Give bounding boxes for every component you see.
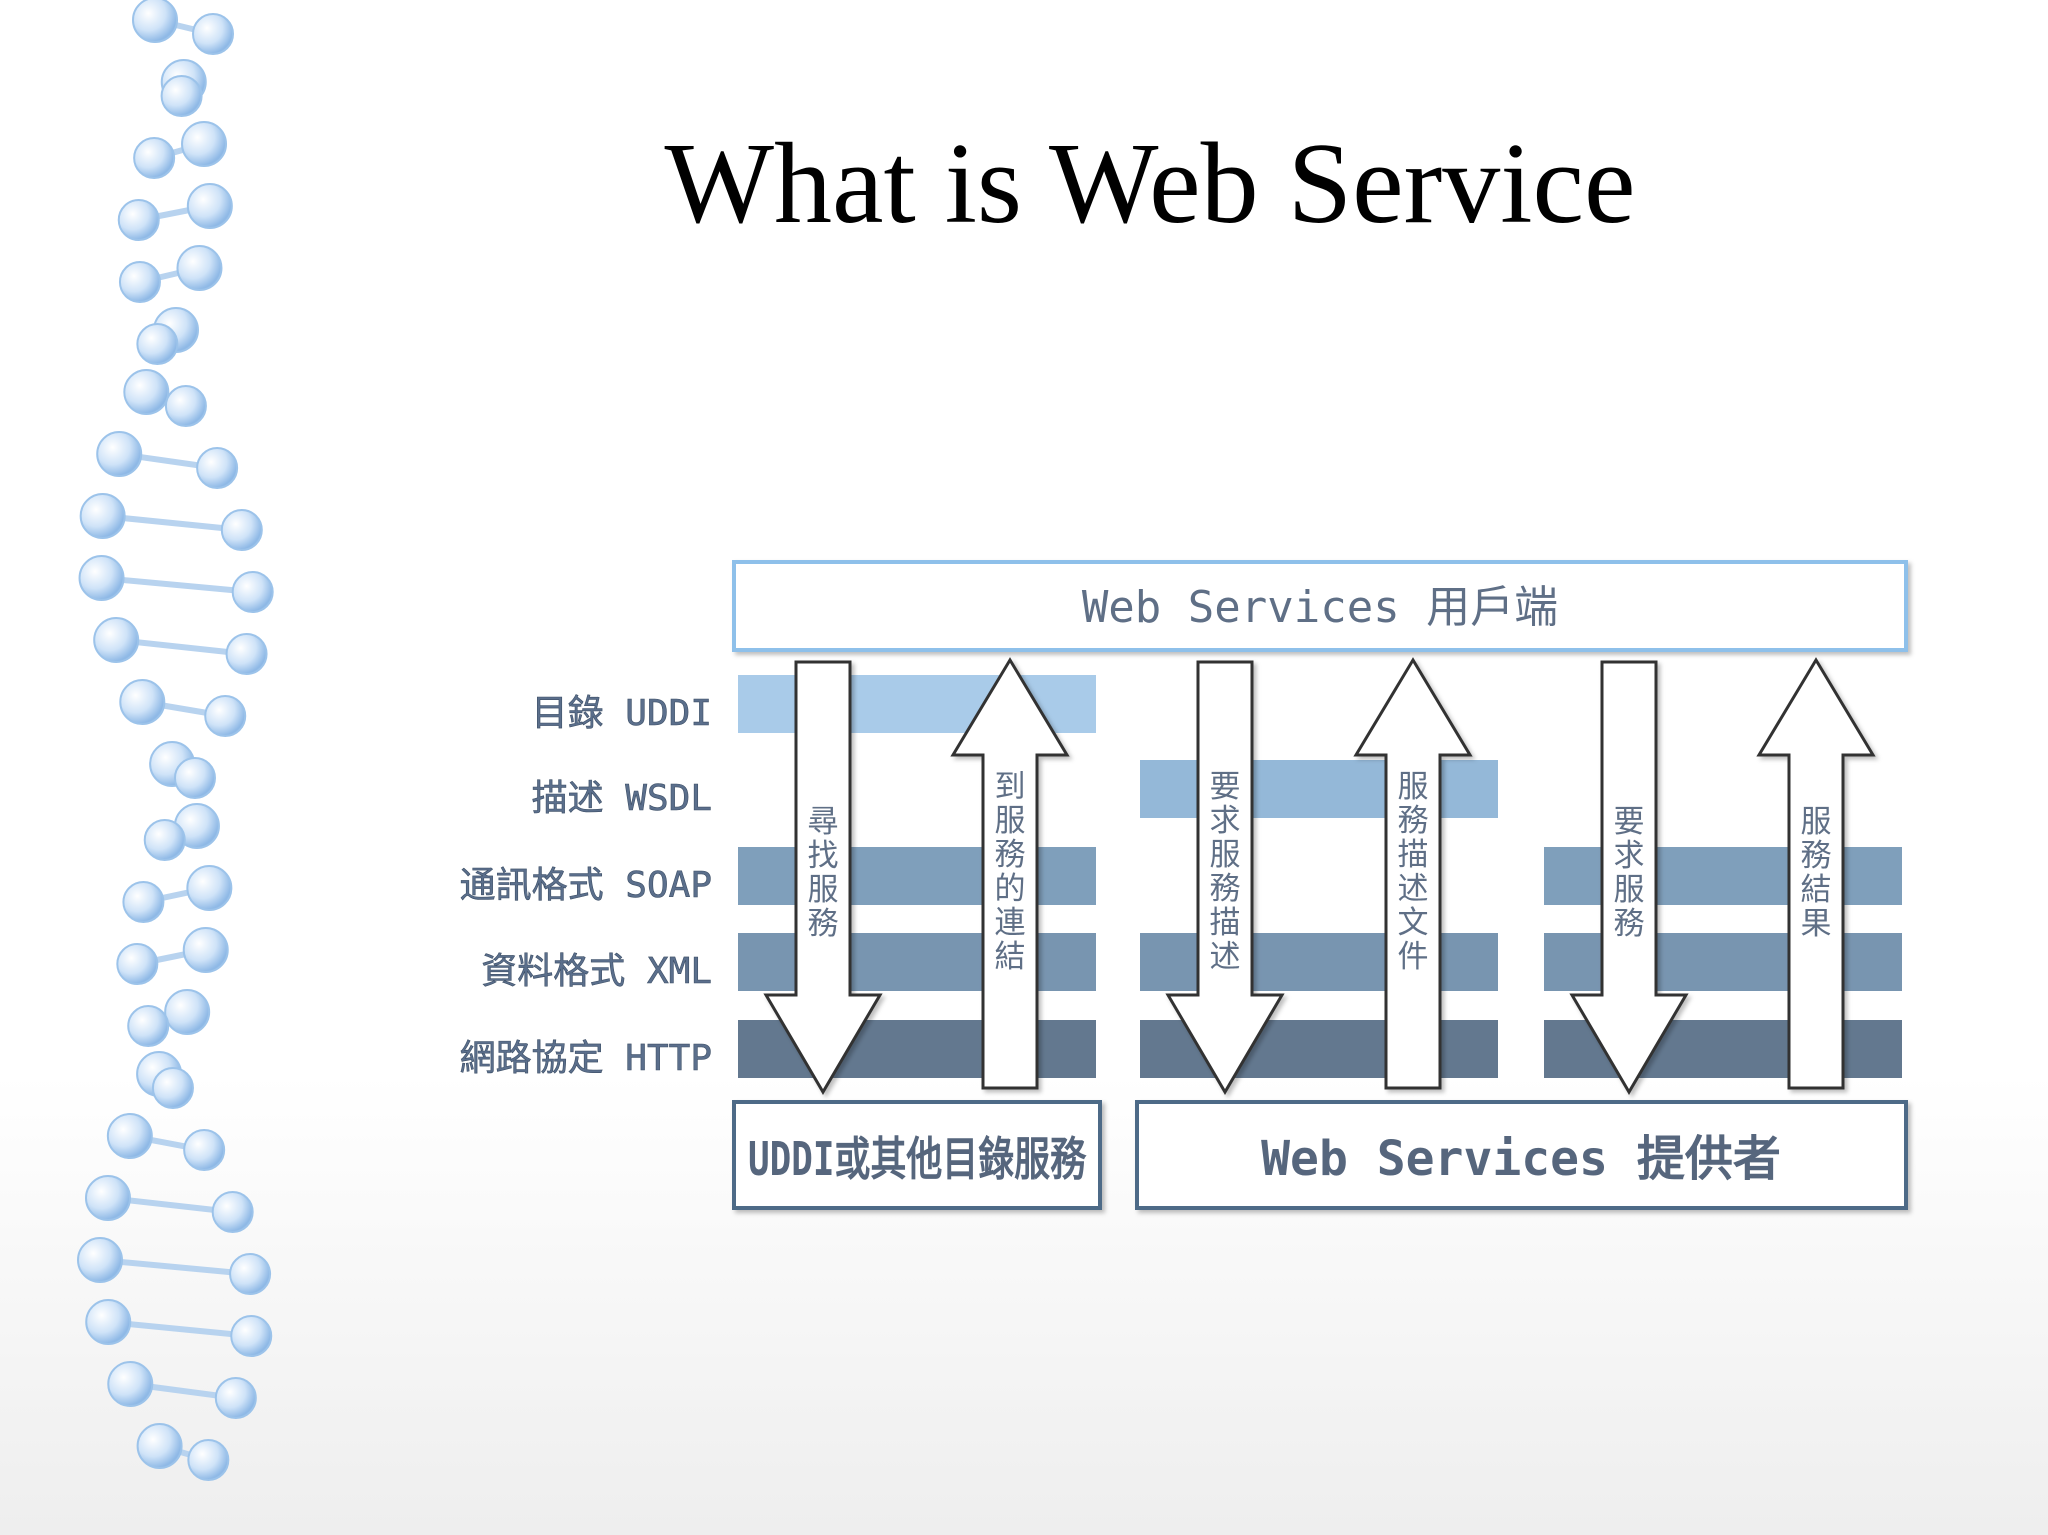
dna-bead [229,1253,272,1295]
dna-bead [220,509,263,551]
band-xml-provider-right [1544,933,1902,991]
band-xml-provider-left [1140,933,1498,991]
dna-strand-decoration [77,0,274,1481]
arrow-label-2: 到服務的連結 [995,769,1026,975]
layer-label-uddi: 目錄 UDDI [532,693,712,734]
dna-rung [102,513,243,533]
dna-rung [101,575,253,595]
arrow-label-5: 要求服務 [1614,804,1645,942]
dna-bead [79,493,126,539]
dna-bead [123,369,170,415]
dna-bead [204,695,247,737]
dna-bead [143,819,186,861]
layer-label-wsdl: 描述 WSDL [532,778,712,819]
dna-bead [187,1439,230,1481]
dna-bead [77,1237,124,1283]
dna-bead [225,633,268,675]
dna-bead [160,75,203,117]
layer-labels: 目錄 UDDI 描述 WSDL 通訊格式 SOAP 資料格式 XML 網路協定 … [459,693,712,1080]
dna-bead [118,261,161,303]
arrow-label-6: 服務結果 [1801,804,1832,942]
slide-title: What is Web Service [664,120,1636,248]
dna-rung [99,1257,251,1277]
dna-bead [133,137,176,179]
dna-bead [107,1361,154,1407]
message-arrows [763,657,1876,1095]
arrow-down-icon [1165,660,1285,1095]
band-soap-provider-right [1544,847,1902,905]
dna-bead [78,555,125,601]
arrow-label-1: 尋找服務 [808,804,839,942]
provider-label: Web Services 提供者 [1261,1131,1781,1187]
dna-bead [231,571,274,613]
provider-box: Web Services 提供者 [1135,1100,1908,1210]
registry-box: UDDI或其他目錄服務 [732,1100,1102,1210]
layer-label-xml: 資料格式 XML [481,951,712,992]
dna-bead [182,927,229,973]
dna-bead [127,1005,170,1047]
layer-label-soap: 通訊格式 SOAP [460,865,712,906]
dna-bead [186,183,233,229]
layer-label-http: 網路協定 HTTP [460,1038,712,1079]
dna-bead [84,1175,131,1221]
client-box: Web Services 用戶端 [732,560,1908,652]
client-label: Web Services 用戶端 [1082,582,1558,633]
arrow-up-icon [950,657,1070,1090]
dna-bead [106,1113,153,1159]
dna-bead [96,431,143,477]
dna-bead [214,1377,257,1419]
dna-bead [192,13,234,55]
dna-bead [93,617,140,663]
dna-bead [132,0,178,43]
band-soap-registry [738,847,1096,905]
arrow-up-icon [1756,657,1876,1090]
dna-rung [107,1319,252,1339]
dna-bead [117,199,160,241]
dna-bead [85,1299,132,1345]
band-xml-registry [738,933,1096,991]
dna-bead [164,989,211,1035]
dna-bead [151,1067,194,1109]
protocol-bands [738,675,1902,1078]
dna-bead [186,865,233,911]
dna-bead [181,121,228,167]
arrow-label-4: 服務描述文件 [1398,769,1429,975]
dna-bead [136,323,179,365]
dna-bead [173,757,216,799]
arrow-label-3: 要求服務描述 [1210,769,1241,975]
dna-bead [211,1191,254,1233]
dna-bead [116,943,159,985]
arrow-texts: 尋找服務 到服務的連結 要求服務描述 服務描述文件 要求服務 服務結果 [808,769,1832,975]
band-wsdl-provider [1140,760,1498,818]
dna-bead [164,385,207,427]
arrow-up-icon [1353,657,1473,1090]
dna-bead [122,881,165,923]
dna-bead [230,1315,273,1357]
arrow-down-icon [763,660,883,1095]
dna-bead [176,245,223,291]
dna-bead [119,679,166,725]
registry-label: UDDI或其他目錄服務 [748,1132,1087,1186]
dna-bead [196,447,239,489]
dna-bead [183,1129,226,1171]
dna-bead [136,1423,183,1469]
arrow-down-icon [1569,660,1689,1095]
